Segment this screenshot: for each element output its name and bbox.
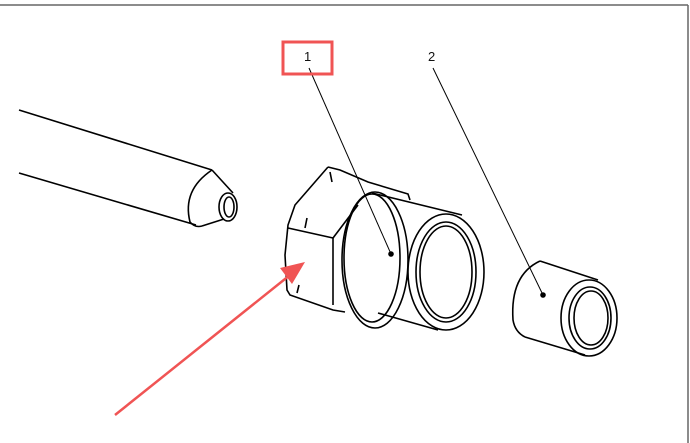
red-pointer-arrow [114, 262, 305, 416]
callout-1-highlight-box [281, 40, 334, 76]
page-frame [0, 4, 689, 443]
leader-lines [308, 67, 544, 296]
callout-label-1: 1 [304, 49, 311, 64]
bushing-part-2 [511, 260, 618, 357]
fitting-part-1 [284, 166, 485, 331]
callout-label-2: 2 [428, 49, 435, 64]
tube-part [18, 109, 238, 228]
